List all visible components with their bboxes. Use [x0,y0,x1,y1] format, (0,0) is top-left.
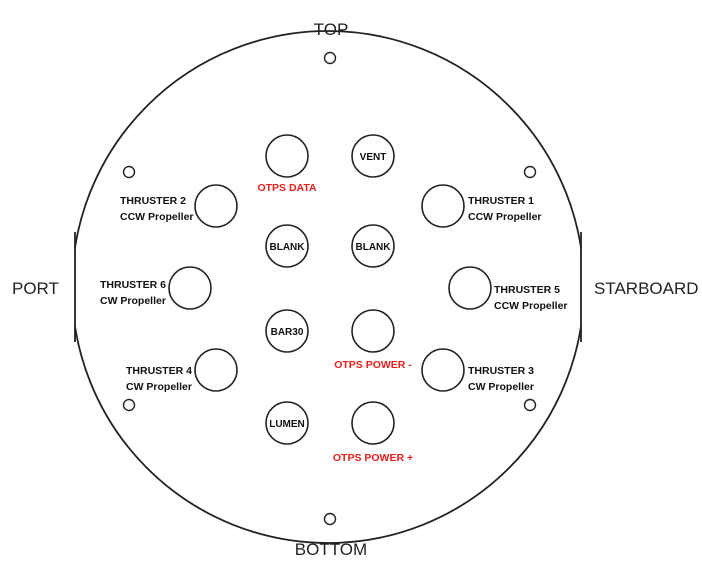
mount-hole-upper-right [523,165,537,179]
bar30-label: BAR30 [271,327,304,338]
thruster-3-name: THRUSTER 3 [468,365,534,377]
port-vent[interactable]: VENT [351,134,395,178]
label-starboard: STARBOARD [594,279,699,298]
label-top: TOP [314,20,349,39]
thruster-3-propeller: CW Propeller [468,381,534,393]
mount-hole-lower-right [523,398,537,412]
otps-power-plus-caption: OTPS POWER + [333,452,413,464]
thruster-1-name: THRUSTER 1 [468,195,534,207]
otps-data-caption: OTPS DATA [257,182,317,194]
blank-left-label: BLANK [270,242,306,253]
thruster-4-name: THRUSTER 4 [126,365,192,377]
thruster-6-port[interactable]: THRUSTER 6 CW Propeller [100,266,212,310]
thruster-2-propeller: CCW Propeller [120,211,194,223]
port-otps-power-minus[interactable]: OTPS POWER - [334,309,412,371]
lumen-label: LUMEN [269,419,305,430]
mount-hole-lower-left [122,398,136,412]
label-bottom: BOTTOM [295,540,367,559]
mount-hole-top [323,51,337,65]
thruster-1-propeller: CCW Propeller [468,211,542,223]
port-bar30[interactable]: BAR30 [265,309,309,353]
thruster-5-port[interactable]: THRUSTER 5 CCW Propeller [448,266,568,312]
thruster-2-name: THRUSTER 2 [120,195,186,207]
thruster-5-name: THRUSTER 5 [494,284,560,296]
thruster-6-name: THRUSTER 6 [100,279,166,291]
end-cap-outline [74,30,582,544]
label-port: PORT [12,279,59,298]
port-blank-right[interactable]: BLANK [351,224,395,268]
thruster-4-propeller: CW Propeller [126,381,192,393]
thruster-4-port[interactable]: THRUSTER 4 CW Propeller [126,348,238,393]
thruster-3-port[interactable]: THRUSTER 3 CW Propeller [421,348,534,393]
thruster-1-port[interactable]: THRUSTER 1 CCW Propeller [421,184,542,228]
port-lumen[interactable]: LUMEN [265,401,309,445]
otps-power-minus-caption: OTPS POWER - [334,359,412,371]
mount-hole-bottom [323,512,337,526]
thruster-2-port[interactable]: THRUSTER 2 CCW Propeller [120,184,238,228]
thruster-5-propeller: CCW Propeller [494,300,568,312]
port-otps-power-plus[interactable]: OTPS POWER + [333,401,413,464]
port-otps-data[interactable]: OTPS DATA [257,134,317,194]
port-blank-left[interactable]: BLANK [265,224,309,268]
blank-right-label: BLANK [356,242,392,253]
thruster-6-propeller: CW Propeller [100,295,166,307]
mount-hole-upper-left [122,165,136,179]
vent-label: VENT [360,152,387,163]
